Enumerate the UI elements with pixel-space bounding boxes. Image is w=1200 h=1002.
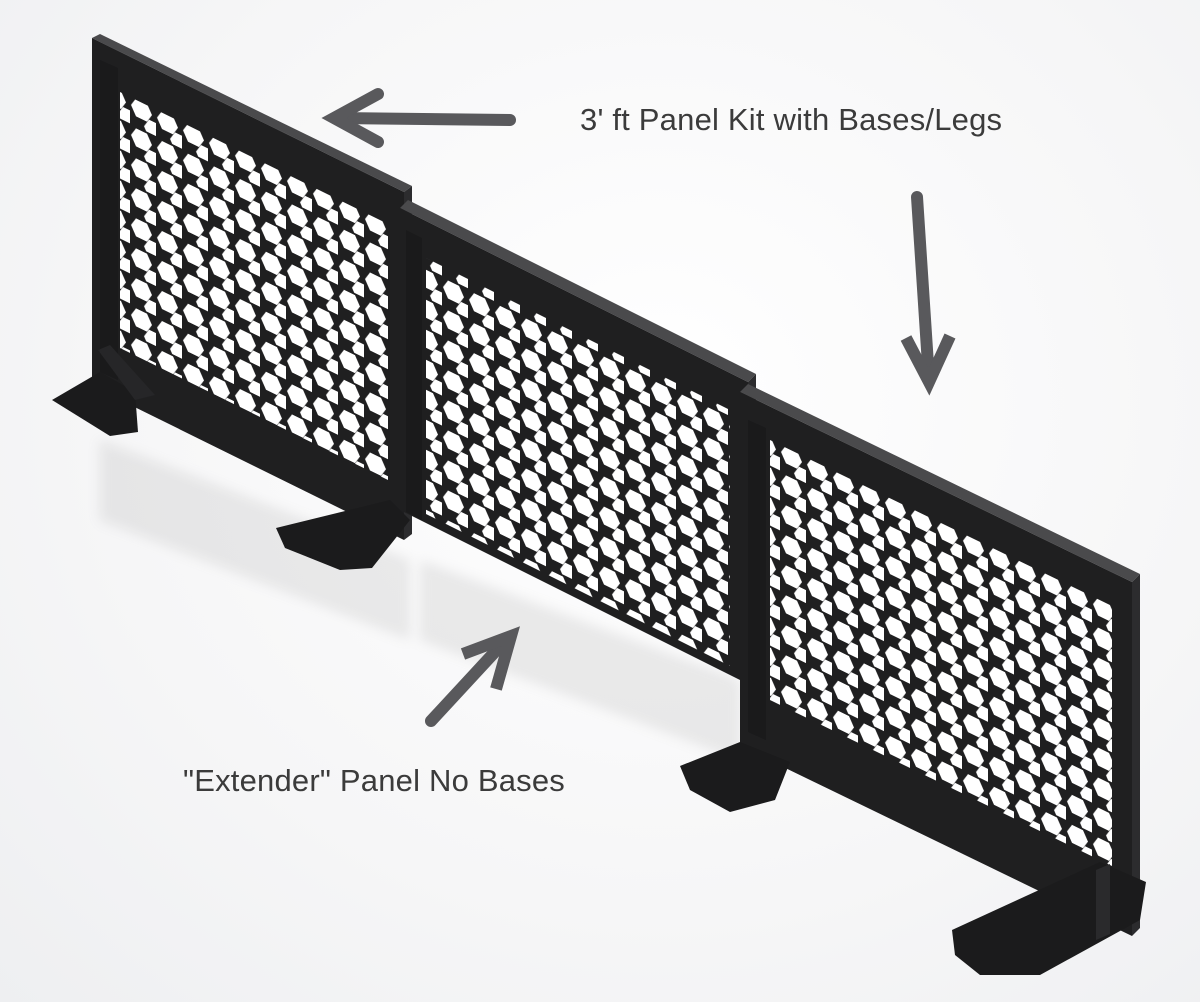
panel-extender-middle	[400, 200, 756, 684]
base-foot	[680, 742, 790, 812]
extender-annotation-label: "Extender" Panel No Bases	[183, 763, 565, 798]
kit-annotation-label: 3' ft Panel Kit with Bases/Legs	[580, 102, 1003, 137]
panel-kit-right	[680, 384, 1146, 975]
arrow-to-third-panel	[900, 191, 956, 396]
panel-kit-left	[52, 34, 412, 570]
base-foot	[952, 862, 1146, 975]
arrow-to-first-panel	[321, 88, 516, 148]
arrow-to-middle-panel	[425, 626, 521, 727]
base-foot	[52, 345, 155, 436]
base-foot	[276, 500, 410, 570]
floor-reflection	[100, 440, 740, 760]
